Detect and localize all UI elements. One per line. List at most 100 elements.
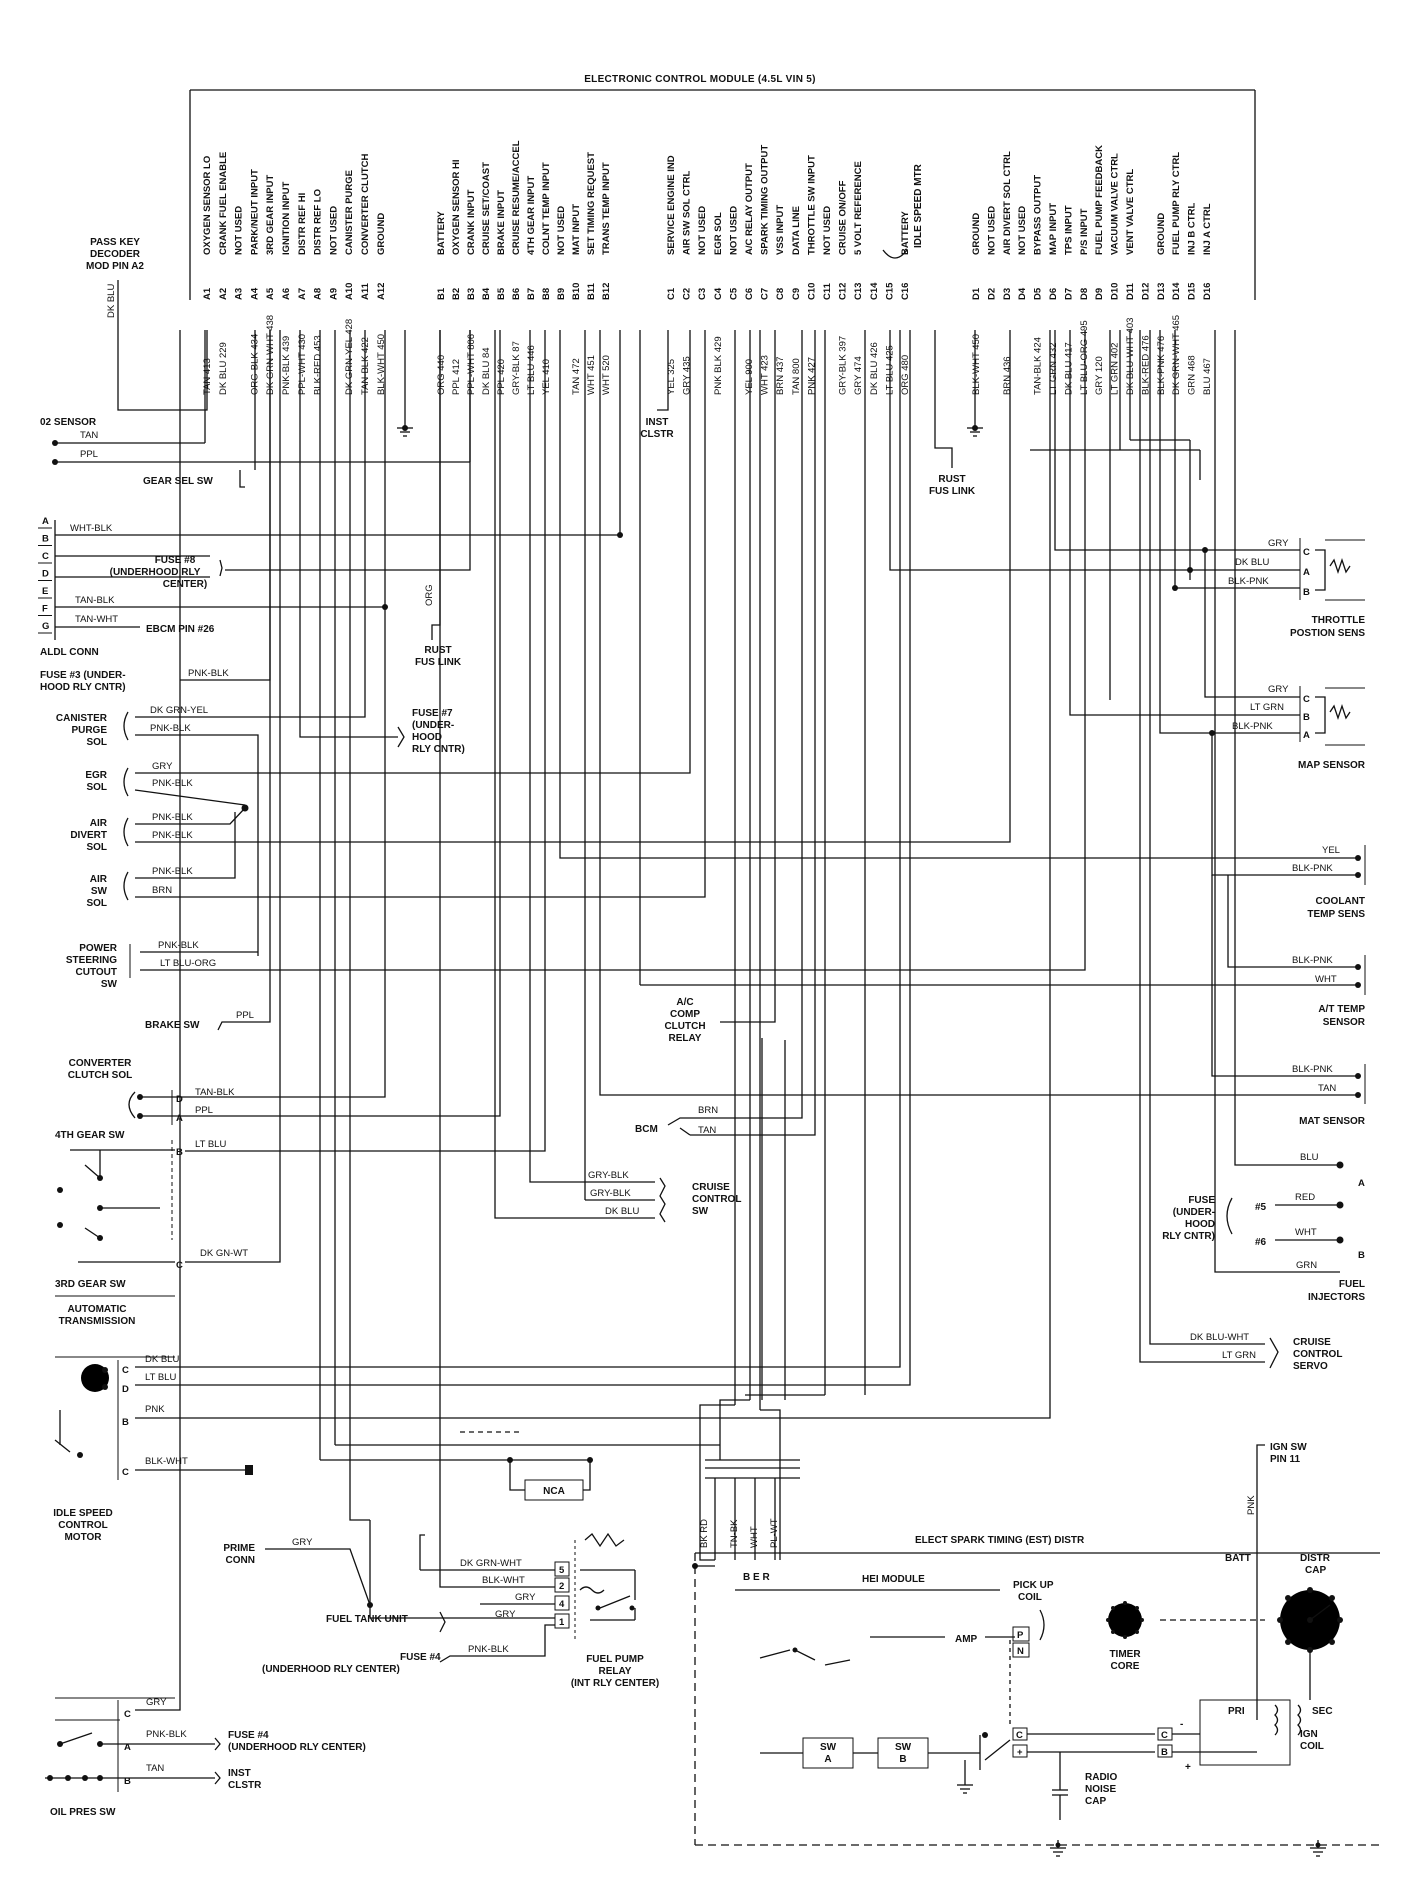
svg-text:PNK-BLK: PNK-BLK — [158, 940, 199, 951]
svg-text:TRANSMISSION: TRANSMISSION — [59, 1316, 136, 1327]
pin-function-a9: NOT USED — [328, 206, 339, 255]
svg-text:DISTR: DISTR — [1300, 1553, 1331, 1564]
aldl-wht-blk: WHT-BLK — [70, 523, 113, 534]
pin-function-a2: CRANK FUEL ENABLE — [218, 152, 229, 255]
pin-wire-d8: LT BLU-ORG 495 — [1079, 320, 1090, 395]
svg-text:LT BLU: LT BLU — [145, 1372, 176, 1383]
pin-wire-b3: PPL-WHT 806 — [466, 334, 477, 395]
aldl-conn-label: ALDL CONN — [40, 647, 99, 658]
aldl-pin-e: E — [42, 586, 48, 597]
svg-text:PRIME: PRIME — [223, 1543, 255, 1554]
pass-key-line2: DECODER — [90, 249, 141, 260]
mat-sensor: BLK-PNK TAN MAT SENSOR — [599, 330, 1366, 1127]
pin-wire-b11: WHT 451 — [586, 355, 597, 395]
svg-text:MOTOR: MOTOR — [64, 1532, 102, 1543]
pin-function-a8: DISTR REF LO — [313, 189, 324, 255]
svg-text:FUSE #4: FUSE #4 — [228, 1730, 269, 1741]
fuel-injectors: BLU A FUSE (UNDER- HOOD RLY CNTR) #5 RED… — [1162, 330, 1365, 1303]
pin-wire-d13: BLK-PNK 476 — [1156, 336, 1167, 395]
svg-text:BLK-PNK: BLK-PNK — [1228, 576, 1269, 587]
pin-function-c11: NOT USED — [822, 206, 833, 255]
pass-key-decoder: PASS KEY DECODER MOD PIN A2 DK BLU — [86, 237, 208, 411]
svg-text:PNK: PNK — [145, 1404, 165, 1415]
pin-id-c1: C1 — [666, 287, 677, 300]
svg-text:DK GRN-WHT: DK GRN-WHT — [460, 1558, 522, 1569]
svg-text:RLY CNTR): RLY CNTR) — [1162, 1231, 1215, 1242]
pin-function-d6: MAP INPUT — [1048, 203, 1059, 255]
svg-text:HOOD: HOOD — [1185, 1219, 1215, 1230]
svg-text:TAN: TAN — [698, 1125, 716, 1136]
pin-wire-d12: BLK-RED 476 — [1140, 335, 1151, 395]
svg-text:C: C — [122, 1467, 129, 1478]
svg-text:AIR: AIR — [90, 874, 108, 885]
svg-text:RADIO: RADIO — [1085, 1772, 1117, 1783]
svg-text:CUTOUT: CUTOUT — [76, 967, 117, 978]
o2-ppl: PPL — [80, 449, 98, 460]
fuse8-line1: FUSE #8 — [155, 555, 196, 566]
pin-function-b11: SET TIMING REQUEST — [586, 152, 597, 255]
svg-text:LT GRN: LT GRN — [1250, 702, 1284, 713]
pin-function-c6: A/C RELAY OUTPUT — [744, 163, 755, 255]
aldl-pin-a: A — [42, 516, 49, 527]
svg-text:HOOD RLY CNTR): HOOD RLY CNTR) — [40, 682, 126, 693]
pin-wire-b8: YEL 410 — [541, 359, 552, 395]
rust-fus-mid-2: FUS LINK — [415, 657, 462, 668]
svg-text:MAP SENSOR: MAP SENSOR — [1298, 760, 1366, 771]
svg-text:IGN SW: IGN SW — [1270, 1442, 1307, 1453]
svg-text:FUSE #3 (UNDER-: FUSE #3 (UNDER- — [40, 670, 126, 681]
pin-wire-c4: PNK BLK 429 — [713, 336, 724, 395]
pin-wire-d5: TAN-BLK 424 — [1033, 337, 1044, 395]
pin-function-d5: BYPASS OUTPUT — [1033, 175, 1044, 255]
svg-text:CANISTER: CANISTER — [56, 713, 108, 724]
pin-function-d1: GROUND — [971, 213, 982, 255]
pin-id-c13: C13 — [853, 283, 864, 300]
svg-text:B: B — [122, 1417, 129, 1428]
svg-text:2: 2 — [559, 1581, 564, 1592]
svg-text:SOL: SOL — [86, 782, 107, 793]
pin-id-c11: C11 — [822, 282, 833, 300]
svg-text:CONVERTER: CONVERTER — [69, 1058, 133, 1069]
svg-text:FUSE: FUSE — [1188, 1195, 1215, 1206]
pin-id-a8: A8 — [313, 288, 324, 300]
pin-wire-c13: GRY 474 — [853, 356, 864, 395]
svg-text:DK BLU-WHT: DK BLU-WHT — [1190, 1332, 1249, 1343]
svg-text:RED: RED — [1295, 1192, 1315, 1203]
svg-text:SW: SW — [101, 979, 118, 990]
coolant-temp-sensor: YEL BLK-PNK COOLANT TEMP SENS — [559, 330, 1366, 920]
svg-text:3RD GEAR SW: 3RD GEAR SW — [55, 1279, 126, 1290]
svg-text:PPL: PPL — [236, 1010, 254, 1021]
svg-text:LT BLU: LT BLU — [195, 1139, 226, 1150]
pin-wire-d15: GRN 468 — [1187, 355, 1198, 395]
pin-id-b10: B10 — [571, 283, 582, 300]
pin-id-b6: B6 — [511, 288, 522, 300]
svg-text:INST: INST — [646, 417, 669, 428]
svg-text:YEL: YEL — [1322, 845, 1340, 856]
svg-text:DK GN-WT: DK GN-WT — [200, 1248, 248, 1259]
svg-text:+: + — [1017, 1747, 1023, 1758]
throttle-position-sensor: GRY DK BLU BLK-PNK C A B THROTTLE POSTIO… — [889, 330, 1365, 639]
svg-text:CRUISE: CRUISE — [1293, 1337, 1331, 1348]
svg-text:SW: SW — [820, 1742, 837, 1753]
pin-id-a6: A6 — [281, 288, 292, 300]
ac-comp-clutch-relay: A/C COMP CLUTCH RELAY — [639, 330, 1360, 1044]
svg-text:CAP: CAP — [1305, 1565, 1326, 1576]
pin-function-b5: BRAKE INPUT — [496, 190, 507, 255]
pin-wire-b1: ORG 440 — [436, 355, 447, 395]
svg-text:-: - — [1180, 1719, 1183, 1730]
pin-id-c6: C6 — [744, 288, 755, 300]
pin-function-a12: GROUND — [376, 213, 387, 255]
svg-text:NOISE: NOISE — [1085, 1784, 1116, 1795]
pin-id-c15: C15 — [884, 282, 895, 300]
pin-wire-c16: ORG 480 — [900, 355, 911, 395]
pin-wire-b6: GRY-BLK 87 — [511, 341, 522, 395]
svg-text:GRY: GRY — [495, 1609, 516, 1620]
svg-text:PNK-BLK: PNK-BLK — [152, 866, 193, 877]
svg-text:INST: INST — [228, 1768, 251, 1779]
module-title: ELECTRONIC CONTROL MODULE (4.5L VIN 5) — [584, 74, 816, 85]
converter-clutch-sol: CONVERTER CLUTCH SOL D A TAN-BLK PPL — [68, 330, 501, 1125]
pin-function-b9: NOT USED — [556, 206, 567, 255]
pin-function-c3: NOT USED — [697, 206, 708, 255]
pin-wire-c1: YEL 325 — [666, 359, 677, 395]
svg-text:POWER: POWER — [79, 943, 118, 954]
